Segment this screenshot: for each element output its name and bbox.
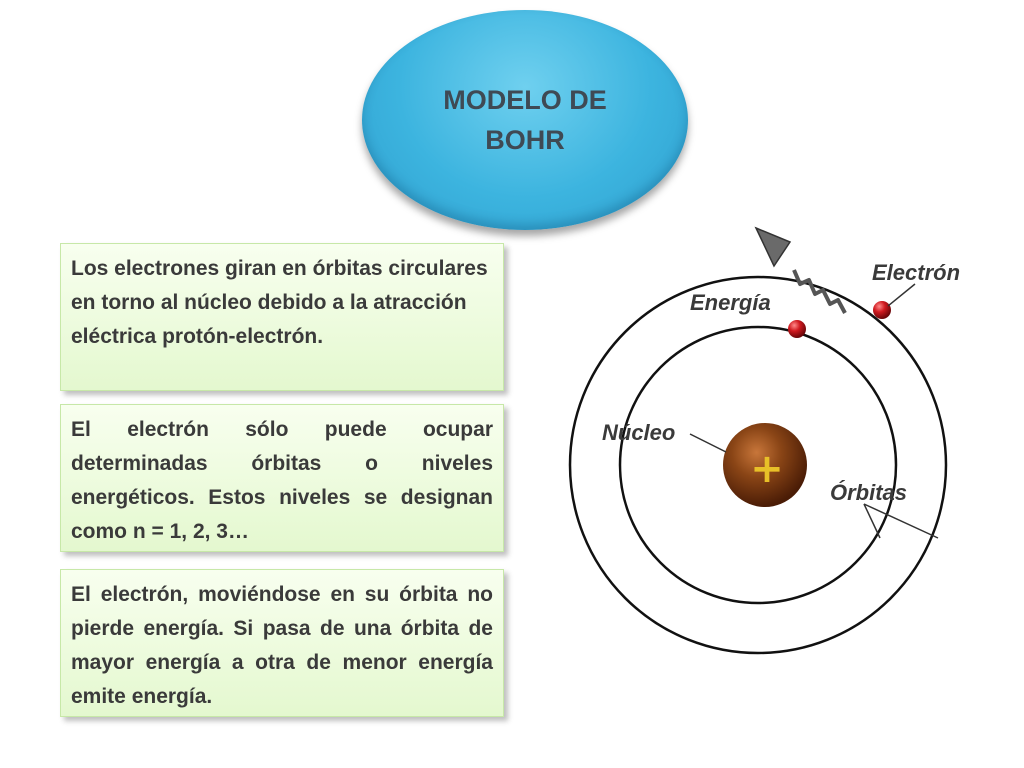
outer-orbit [568,275,948,655]
orbits-label: Órbitas [830,480,908,505]
bohr-atom-diagram: + Electrón Energía Núcleo Órbitas [560,220,1000,670]
electron-outer [873,301,891,319]
energy-arrow-icon [754,226,792,268]
atom-svg: + [568,226,948,655]
inner-orbit [618,325,898,605]
info-card-text: Los electrones giran en órbitas circular… [71,257,488,348]
orbits-pointer-inner [863,503,881,539]
energy-wave [792,269,847,314]
electron-pointer [887,283,916,307]
title-bubble: MODELO DE BOHR [362,10,688,230]
energy-label: Energía [690,290,771,315]
info-card-text: El electrón, moviéndose en su órbita no … [71,583,493,708]
info-card-energy: El electrón, moviéndose en su órbita no … [60,569,504,717]
nucleus-label: Núcleo [602,420,676,445]
nucleus-pointer [689,433,727,453]
page-title: MODELO DE BOHR [443,85,607,155]
electron-label: Electrón [872,260,961,285]
info-card-levels: El electrón sólo puede ocupar determinad… [60,404,504,552]
electron-inner [788,320,806,338]
orbits-pointer-outer [863,503,939,539]
info-card-text: El electrón sólo puede ocupar determinad… [71,418,493,543]
info-card-orbits: Los electrones giran en órbitas circular… [60,243,504,391]
nucleus-symbol: + [750,446,784,492]
nucleus [723,423,807,507]
